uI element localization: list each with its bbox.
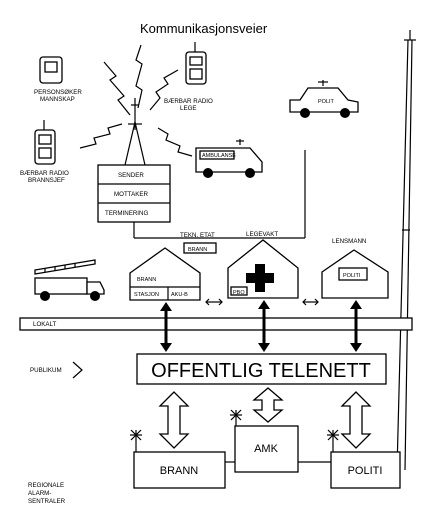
publikum-arrow-icon: [72, 361, 83, 379]
pbo-label: PBO: [233, 290, 245, 296]
telenett-box: [136, 353, 387, 385]
ambulance-label: AMBULANSE: [202, 153, 236, 159]
lokalt-label: LOKALT: [33, 321, 56, 328]
diagram-title: Kommunikasjonsveier: [140, 21, 268, 36]
central-politi-label: POLITI: [348, 465, 383, 477]
fire-truck-icon: [34, 259, 105, 301]
legevakt-label: LEGEVAKT: [246, 231, 278, 238]
firechief-radio-label-1: BÆRBAR RADIO: [20, 170, 69, 177]
central-brann-label: BRANN: [160, 465, 199, 477]
building-links: [205, 298, 319, 306]
sender-label: SENDER: [118, 172, 144, 179]
pager-icon: [39, 56, 63, 84]
regional-label-2: ALARM-: [28, 490, 51, 497]
access-arrows: [160, 300, 362, 352]
fire-station-label-1: BRANN: [137, 277, 156, 283]
termination-label: TERMINERING: [105, 210, 148, 217]
aku-label: AKU-B: [171, 292, 188, 298]
regional-label-1: REGIONALE: [28, 482, 64, 489]
tekn-etat-label: TEKN. ETAT: [180, 232, 215, 239]
central-brann-box: [133, 451, 226, 489]
brann-small-box: [183, 242, 217, 254]
politi-building-label: POLITI: [343, 273, 361, 279]
police-car-icon: [289, 80, 359, 118]
doctor-radio-label-2: LEGE: [180, 105, 197, 112]
antenna-star-icon: [130, 409, 339, 452]
legevakt-building: [227, 239, 299, 299]
police-car-label: POLIT: [318, 99, 335, 105]
fire-station-label-2: STASJON: [134, 292, 159, 298]
receiver-label: MOTTAKER: [114, 191, 148, 198]
firechief-radio-label-2: BRANNSJEF: [28, 177, 65, 184]
doctor-radio-label-1: BÆRBAR RADIO: [164, 98, 213, 105]
central-amk-label: AMK: [254, 443, 279, 455]
firechief-radio-icon: [34, 120, 56, 165]
fire-station-building: [129, 247, 201, 301]
station-links: [133, 150, 306, 239]
central-amk-box: [234, 425, 299, 473]
local-network-bar: [19, 317, 413, 331]
brann-small-label: BRANN: [188, 247, 207, 253]
central-politi-box: [330, 451, 401, 489]
radio-mast-icon: [388, 30, 416, 471]
central-arrows: [158, 387, 372, 449]
pager-label-2: MANNSKAP: [40, 96, 75, 103]
publikum-label: PUBLIKUM: [30, 367, 62, 374]
regional-label-3: SENTRALER: [28, 498, 66, 505]
pager-label-1: PERSONSØKER: [34, 89, 82, 96]
lensmann-label: LENSMANN: [332, 238, 366, 245]
radio-links: [79, 44, 193, 157]
telenett-label: OFFENTLIG TELENETT: [151, 360, 371, 382]
ambulance-icon: [195, 139, 263, 178]
antenna-tower-icon: [124, 98, 146, 166]
lensmann-building: [321, 249, 389, 299]
doctor-radio-icon: [185, 42, 207, 85]
